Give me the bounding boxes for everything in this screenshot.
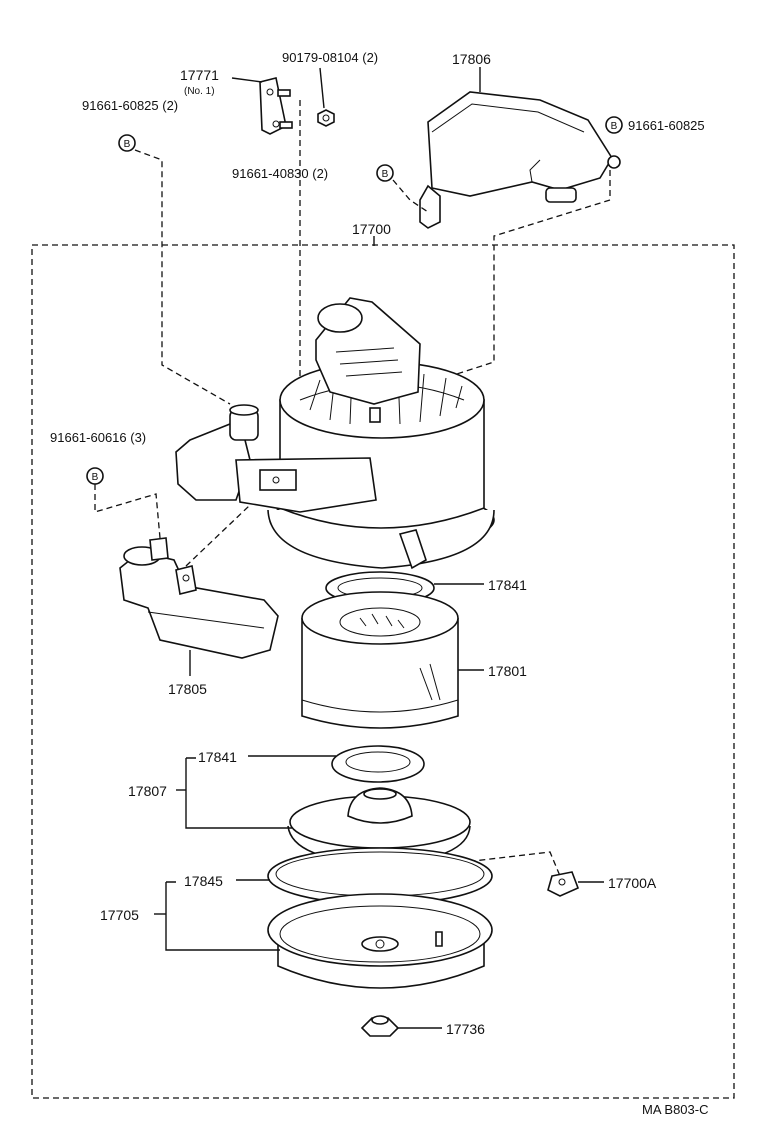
clamp-17700A xyxy=(547,871,580,897)
label-17845: 17845 xyxy=(184,873,223,889)
dash-path-bolt-right xyxy=(375,170,611,401)
bottom-case-17705 xyxy=(267,893,493,989)
bolt-symbol: B xyxy=(382,169,389,180)
dash-path-bolt-left xyxy=(134,149,231,405)
brace-17807 xyxy=(185,757,292,829)
bolt-symbol: B xyxy=(124,139,131,150)
air-cleaner-case xyxy=(175,297,495,570)
brace-17705 xyxy=(165,881,280,951)
bolt-91661-60825-right: B xyxy=(605,116,623,134)
label-17700A: 17700A xyxy=(608,875,657,891)
label-91661-60825-2: 91661-60825 (2) xyxy=(82,98,178,113)
label-17841-lower: 17841 xyxy=(198,749,237,765)
bracket-17805 xyxy=(119,537,279,659)
bolt-symbol: B xyxy=(611,121,618,132)
label-17771-sub: (No. 1) xyxy=(184,86,215,97)
label-17805: 17805 xyxy=(168,681,207,697)
wing-nut-17736 xyxy=(360,1015,400,1037)
label-17705: 17705 xyxy=(100,907,139,923)
assembly-boundary xyxy=(31,244,735,1099)
label-91661-40830: 91661-40830 (2) xyxy=(232,166,328,181)
bolt-91661-60825-left: B xyxy=(118,134,136,152)
leader-90179 xyxy=(319,67,325,109)
cover-17806 xyxy=(419,91,621,229)
leader-17771 xyxy=(231,77,263,83)
label-17736: 17736 xyxy=(446,1021,485,1037)
label-17807: 17807 xyxy=(128,783,167,799)
label-17801: 17801 xyxy=(488,663,527,679)
label-91661-60825: 91661-60825 xyxy=(628,118,705,133)
label-17806: 17806 xyxy=(452,51,491,67)
nut-90179-08104 xyxy=(317,109,335,127)
filter-element-17801 xyxy=(301,591,459,729)
dash-path-bolt-mid xyxy=(392,179,429,213)
label-90179-08104: 90179-08104 (2) xyxy=(282,50,378,65)
gasket-17841-lower xyxy=(331,745,425,783)
bolt-91661-60616: B xyxy=(86,467,104,485)
bolt-symbol: B xyxy=(92,472,99,483)
bolt-91661-40830: B xyxy=(376,164,394,182)
footer-code: MA B803-C xyxy=(642,1102,708,1117)
bracket-17771 xyxy=(259,77,293,135)
label-91661-60616: 91661-60616 (3) xyxy=(50,430,146,445)
label-17841-top: 17841 xyxy=(488,577,527,593)
label-17771: 17771 xyxy=(180,67,219,83)
gasket-17845 xyxy=(267,847,493,905)
label-17700: 17700 xyxy=(352,221,391,237)
dash-path-bolt-lower xyxy=(94,484,161,539)
